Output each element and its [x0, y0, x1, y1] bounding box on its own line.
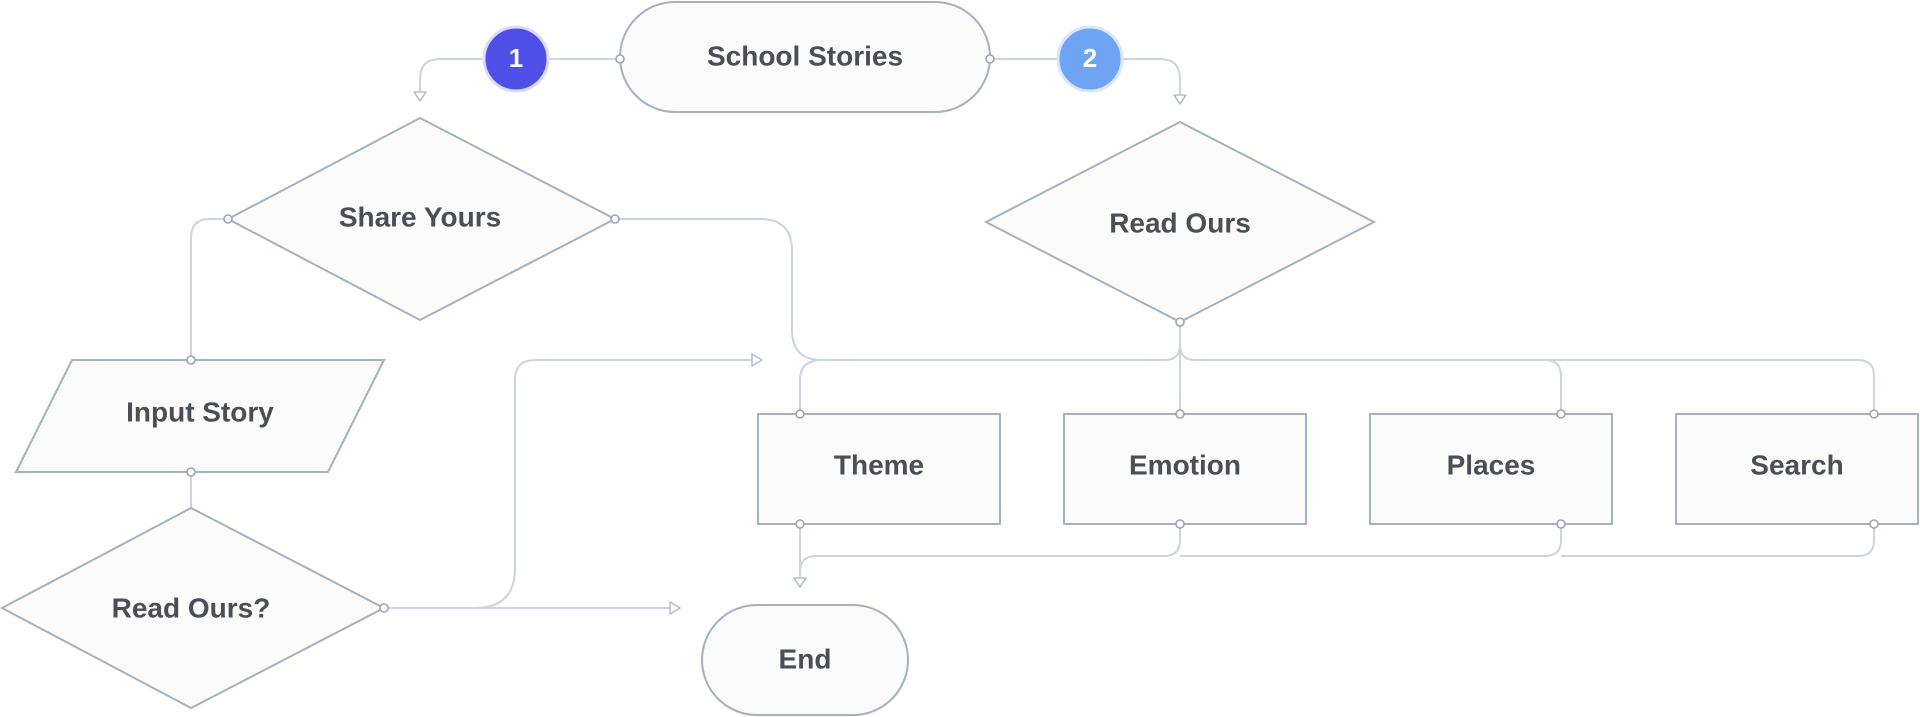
edge-badge-1-to-share-yours — [419, 58, 484, 92]
port — [795, 519, 805, 529]
arrowhead-categories — [751, 353, 763, 367]
edges — [190, 58, 1875, 609]
input-story-parallelogram — [14, 359, 386, 473]
port — [1869, 519, 1879, 529]
search-label: Search — [1750, 449, 1843, 480]
theme-box — [757, 413, 1001, 525]
node-share-yours: Share Yours — [225, 116, 618, 322]
badge-2: 2 — [1056, 25, 1124, 93]
port — [1175, 317, 1185, 327]
end-terminator — [701, 604, 909, 716]
port — [1175, 519, 1185, 529]
badge-2-circle — [1056, 25, 1124, 93]
arrowhead-read-ours — [1173, 94, 1187, 105]
port — [985, 54, 995, 64]
port — [186, 467, 196, 477]
arrowhead-share-yours — [413, 91, 427, 102]
port — [1556, 519, 1566, 529]
port — [615, 54, 625, 64]
node-theme: Theme — [757, 413, 1001, 525]
arrowhead-end-left — [669, 601, 681, 615]
read-ours-label: Read Ours — [1109, 207, 1251, 238]
node-places: Places — [1369, 413, 1613, 525]
share-yours-label: Share Yours — [339, 201, 501, 232]
read-ours-question-label: Read Ours? — [112, 592, 271, 623]
edge-share-yours-to-input-story — [190, 218, 228, 360]
port — [795, 409, 805, 419]
edge-read-ours-to-bus — [799, 322, 1181, 414]
edge-share-yours-to-categories — [615, 218, 823, 361]
node-end: End — [701, 604, 909, 716]
edge-read-ours-to-places-search — [1179, 344, 1875, 414]
port — [379, 603, 389, 613]
start-label: School Stories — [707, 40, 903, 71]
port — [610, 214, 620, 224]
ports — [186, 54, 1879, 613]
node-search: Search — [1675, 413, 1919, 525]
port — [1869, 409, 1879, 419]
edge-places-to-end — [1180, 524, 1562, 557]
badge-1: 1 — [482, 25, 550, 93]
badge-1-label: 1 — [509, 43, 523, 73]
input-story-label: Input Story — [126, 396, 274, 427]
emotion-label: Emotion — [1129, 449, 1241, 480]
node-read-ours-question: Read Ours? — [0, 506, 387, 710]
arrowheads — [413, 91, 1187, 615]
arrowhead-end-top — [793, 577, 807, 588]
port — [1175, 409, 1185, 419]
emotion-box — [1063, 413, 1307, 525]
port — [223, 214, 233, 224]
edge-badge-2-to-read-ours — [1122, 58, 1181, 95]
port — [186, 355, 196, 365]
share-yours-diamond — [225, 116, 618, 322]
places-box — [1369, 413, 1613, 525]
places-label: Places — [1447, 449, 1536, 480]
theme-label: Theme — [834, 449, 924, 480]
node-emotion: Emotion — [1063, 413, 1307, 525]
read-ours-question-diamond — [0, 506, 387, 710]
end-label: End — [779, 643, 832, 674]
edge-categories-to-end — [799, 524, 1181, 573]
port — [1556, 409, 1566, 419]
badge-1-circle — [482, 25, 550, 93]
node-read-ours: Read Ours — [983, 120, 1377, 324]
node-input-story: Input Story — [14, 359, 386, 473]
edge-bus-to-places — [1544, 359, 1562, 414]
search-box — [1675, 413, 1919, 525]
edge-search-to-end — [1561, 524, 1875, 557]
badge-2-label: 2 — [1083, 43, 1097, 73]
edge-read-ours-question-to-categories — [384, 359, 752, 609]
node-school-stories: School Stories — [619, 1, 991, 113]
